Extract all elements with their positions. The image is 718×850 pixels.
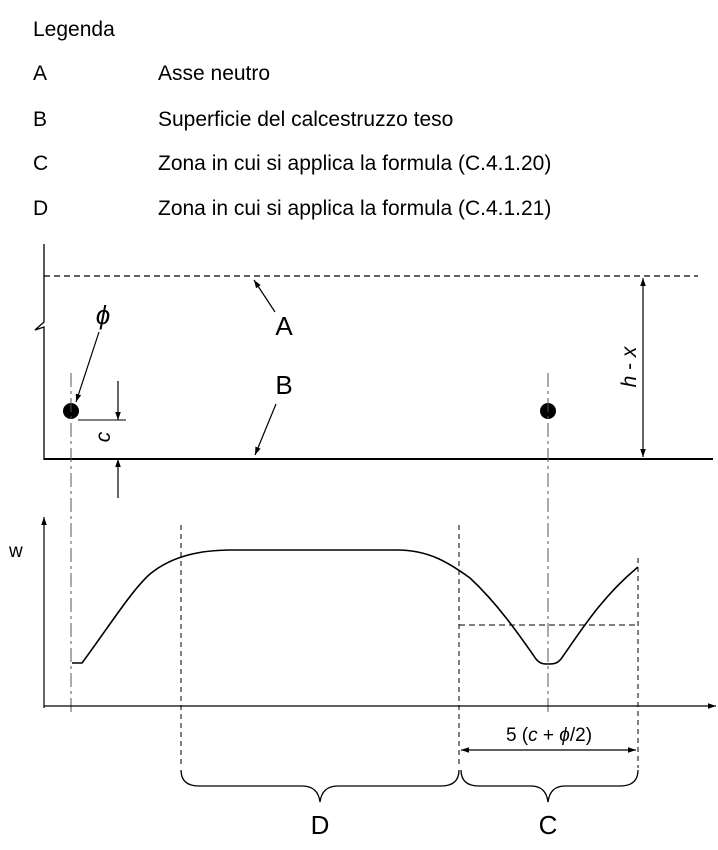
hx-label-sep: - [618, 357, 641, 376]
legend-text-a: Asse neutro [158, 62, 271, 85]
crack-width-curve [72, 549, 639, 665]
spacing-label-phi: ϕ [559, 725, 570, 746]
hx-label-h: h [618, 376, 641, 388]
crack-width-plot: w 5 (c + ϕ/2) D C [8, 517, 716, 840]
beam-section: h - x A B ϕ c [34, 244, 713, 712]
legend-key-b: B [33, 108, 48, 131]
legend-text-c: Zona in cui si applica la formula (C.4.1… [158, 152, 552, 175]
label-a: A [275, 311, 293, 341]
legend-text-d: Zona in cui si applica la formula (C.4.1… [158, 197, 552, 220]
label-b: B [275, 370, 292, 400]
zone-c-brace [460, 769, 639, 803]
legend-key-c: C [33, 152, 49, 175]
label-d: D [311, 810, 330, 840]
legend-key-d: D [33, 197, 49, 220]
hx-label-x: x [618, 345, 641, 358]
leader-b [254, 403, 277, 456]
leader-a [253, 279, 276, 313]
left-break-line [34, 244, 45, 460]
zone-d-brace [180, 769, 460, 803]
hx-dimension-label: h - x [618, 345, 641, 387]
spacing-label-mid: + [538, 725, 560, 746]
spacing-dimension-label: 5 (c + ϕ/2) [506, 725, 592, 746]
legend-key-a: A [33, 62, 48, 85]
legend-text-b: Superficie del calcestruzzo teso [158, 108, 454, 131]
legend-title: Legenda [33, 18, 115, 41]
label-c: C [539, 810, 558, 840]
spacing-label-post: /2) [570, 725, 592, 746]
spacing-label-c: c [528, 725, 538, 746]
label-cover: c [92, 431, 115, 442]
label-w: w [8, 541, 23, 562]
leader-phi [75, 331, 100, 403]
spacing-label-pre: 5 ( [506, 725, 529, 746]
label-phi: ϕ [96, 300, 110, 330]
